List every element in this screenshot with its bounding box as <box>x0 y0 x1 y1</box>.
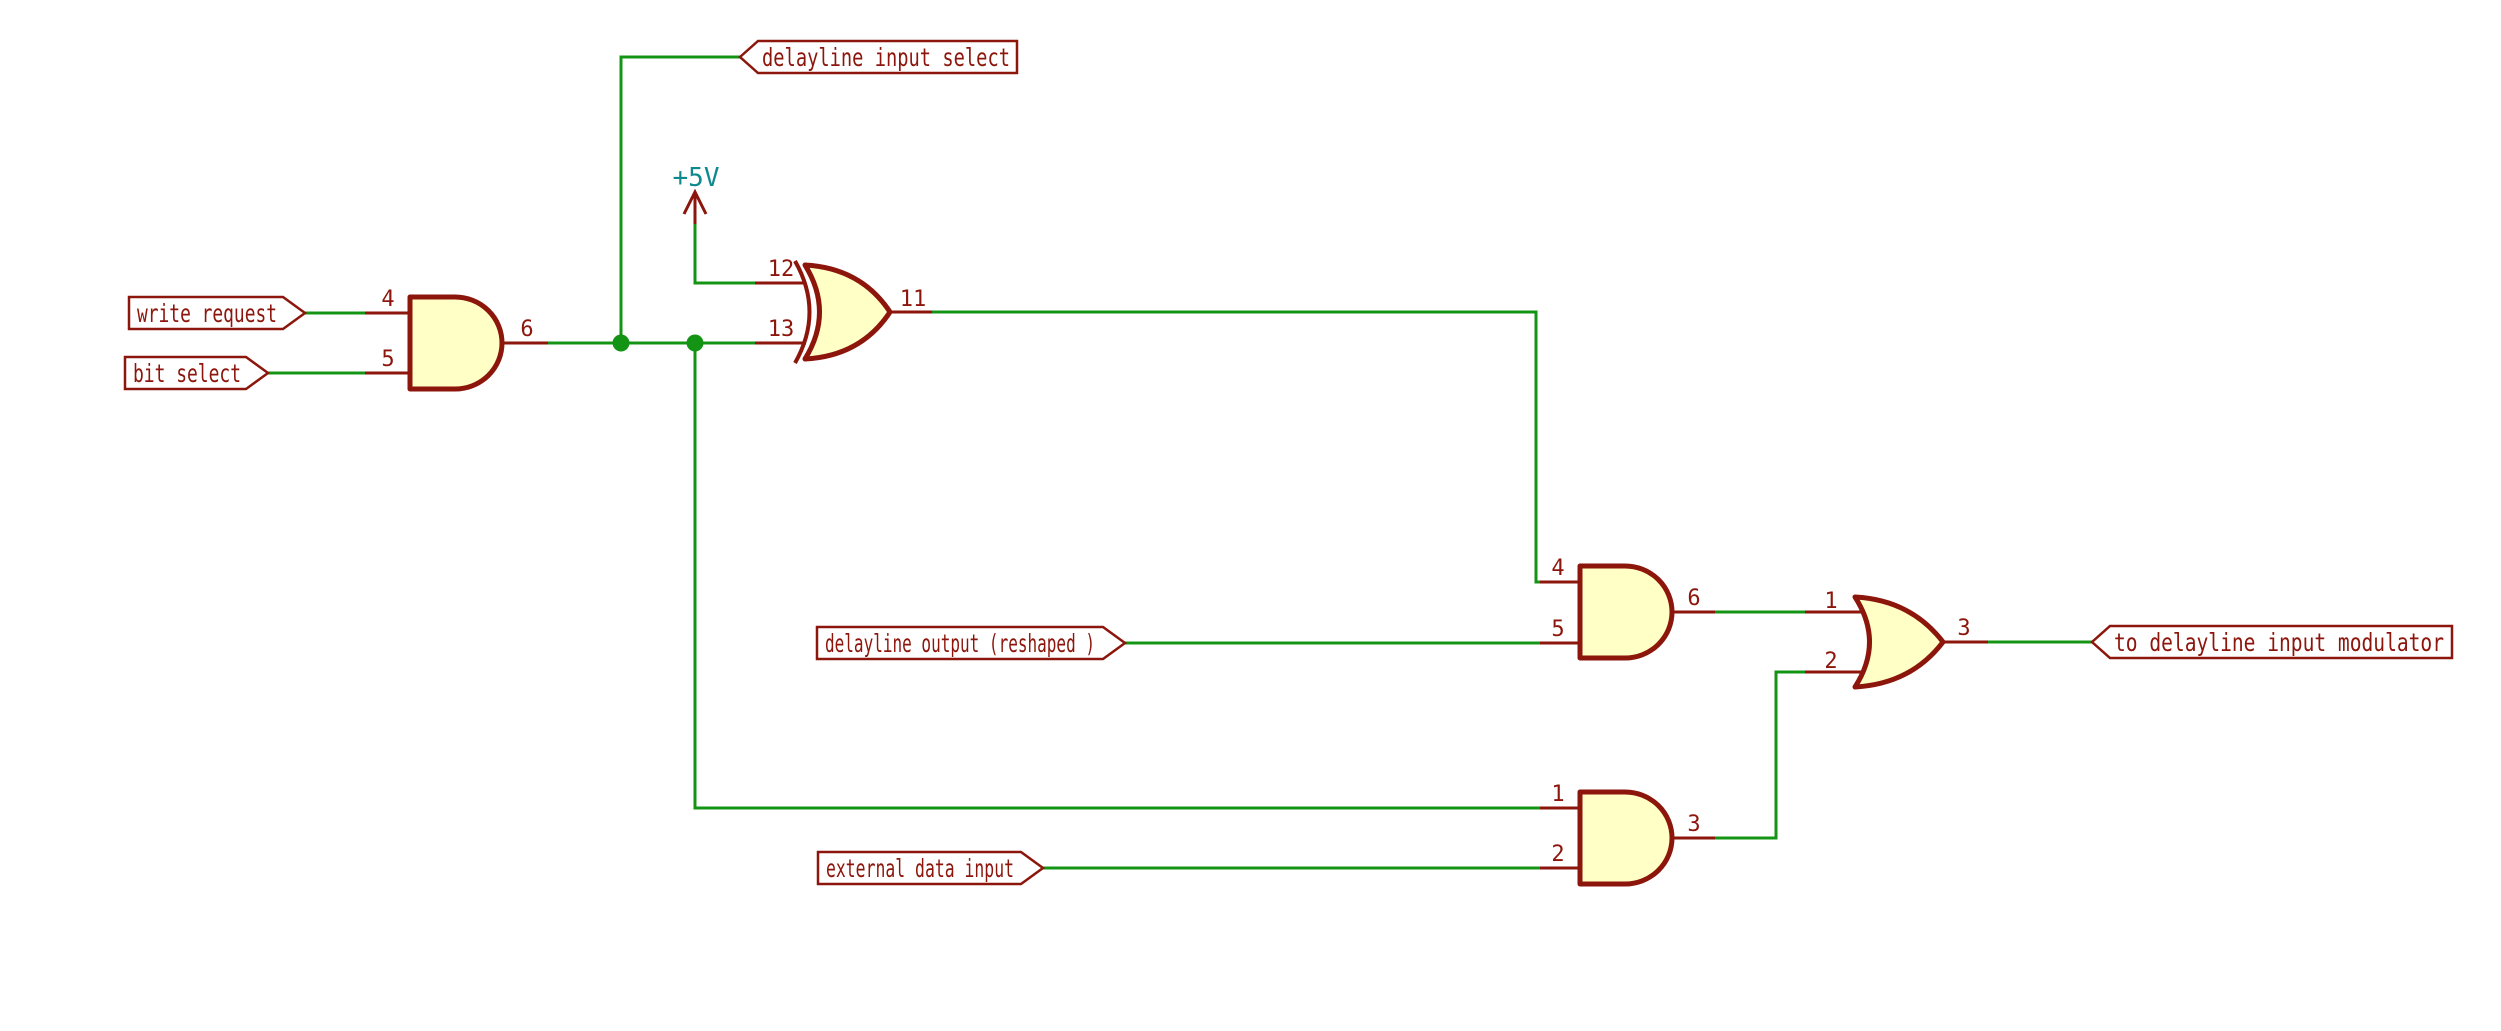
hlabel-to-delayline-input-modulator[interactable]: to delayline input modulator <box>2090 624 2454 660</box>
and-gate-1-body[interactable] <box>407 294 505 392</box>
xor-gate[interactable]: 12 13 11 <box>768 257 927 364</box>
hlabel-text: bit select <box>133 359 241 388</box>
pin-number: 11 <box>900 287 927 312</box>
xor-gate-leading-arc <box>793 260 812 364</box>
power-arrow-icon <box>682 188 708 215</box>
hlabel-shape[interactable] <box>2090 624 2454 660</box>
junction-dot <box>686 334 704 352</box>
pin-number: 4 <box>381 287 394 312</box>
and-gate-2[interactable]: 4 5 6 <box>1551 556 1701 661</box>
hlabel-shape[interactable] <box>127 295 308 331</box>
hlabel-write-request[interactable]: write request <box>127 295 308 331</box>
pin-number: 5 <box>381 347 394 372</box>
and-gate-3[interactable]: 1 2 3 <box>1551 782 1701 887</box>
hlabel-shape[interactable] <box>816 850 1046 886</box>
hlabel-bit-select[interactable]: bit select <box>123 355 271 391</box>
or-gate-body[interactable] <box>1852 594 1946 690</box>
pin-number: 12 <box>768 257 795 282</box>
pin-number: 3 <box>1957 616 1970 641</box>
pin-number: 1 <box>1551 782 1564 807</box>
hlabel-shape[interactable] <box>815 625 1128 661</box>
and-gate-2-body[interactable] <box>1577 563 1675 661</box>
wire-to-delayline-input-select-label <box>619 55 740 343</box>
wires <box>268 55 2092 870</box>
hlabel-external-data-input[interactable]: external data input <box>816 850 1046 886</box>
wire-5v-to-xor1-in1 <box>693 223 757 285</box>
hlabel-shape[interactable] <box>123 355 271 391</box>
hlabel-delayline-output-reshaped[interactable]: delayline output (reshaped ) <box>815 625 1128 661</box>
and-gate-1[interactable]: 4 5 6 <box>381 287 534 392</box>
hlabel-text: to delayline input modulator <box>2114 628 2444 657</box>
pin-number: 6 <box>1687 586 1700 611</box>
hlabel-text: delayline output (reshaped ) <box>825 629 1095 658</box>
wire-and1-out-to-and3-in1 <box>693 343 1542 810</box>
pin-number: 2 <box>1551 842 1564 867</box>
pin-number: 4 <box>1551 556 1564 581</box>
hlabel-shape[interactable] <box>738 39 1019 75</box>
pin-number: 5 <box>1551 617 1564 642</box>
hlabel-delayline-input-select[interactable]: delayline input select <box>738 39 1019 75</box>
pin-number: 6 <box>520 317 533 342</box>
hlabel-text: external data input <box>826 854 1014 883</box>
wire-xor1-out-to-and2-in1 <box>930 310 1548 584</box>
hlabel-text: write request <box>137 299 277 328</box>
pin-stubs <box>365 281 1988 870</box>
hlabel-text: delayline input select <box>762 43 1010 72</box>
pin-number: 3 <box>1687 812 1700 837</box>
wire-and3-out-to-or1-in2 <box>1713 670 1807 840</box>
and-gate-3-body[interactable] <box>1577 789 1675 887</box>
junction-dot <box>612 334 630 352</box>
pin-number: 1 <box>1824 589 1837 614</box>
xor-gate-body[interactable] <box>802 262 893 362</box>
pin-number: 2 <box>1824 649 1837 674</box>
pin-number: 13 <box>768 317 795 342</box>
power-symbol-5v[interactable]: +5V <box>673 163 720 224</box>
or-gate[interactable]: 1 2 3 <box>1824 589 1971 690</box>
power-label: +5V <box>673 163 720 193</box>
